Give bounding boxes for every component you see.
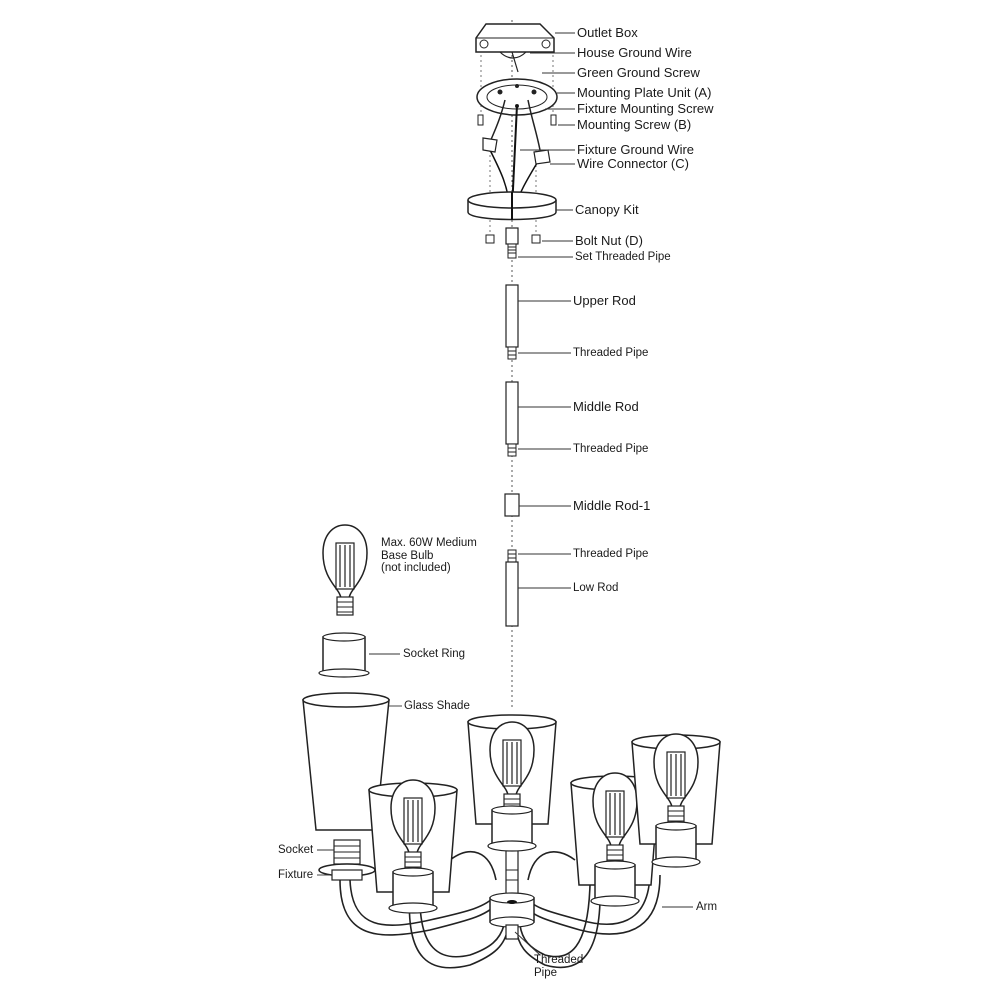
socket-drawing: [333, 839, 361, 865]
label-fixture: Fixture: [278, 869, 314, 881]
label-socket: Socket: [278, 844, 314, 856]
label-low-rod: Low Rod: [573, 582, 619, 594]
lamp-front-left: [368, 779, 458, 914]
label-outlet-box: Outlet Box: [577, 25, 638, 40]
upper-rod-drawing: [505, 284, 519, 360]
label-bolt-nut: Bolt Nut (D): [575, 233, 643, 248]
label-fixture-ground-wire: Fixture Ground Wire: [577, 142, 695, 157]
label-mounting-screw-b: Mounting Screw (B): [577, 117, 692, 132]
label-middle-rod: Middle Rod: [573, 399, 639, 414]
glass-shade-drawing: [302, 692, 390, 831]
label-bulb: Max. 60W Medium Base Bulb (not included): [381, 537, 477, 575]
middle-rod-drawing: [505, 381, 519, 457]
label-threaded-pipe-bottom: Threaded Pipe: [534, 954, 584, 979]
label-canopy-kit: Canopy Kit: [575, 202, 639, 217]
fixture-cup-drawing: [318, 863, 376, 881]
outlet-box-drawing: [475, 23, 555, 73]
bulb-drawing: [322, 524, 368, 616]
label-threaded-pipe-1: Threaded Pipe: [573, 347, 649, 359]
leader-lines: [317, 32, 693, 956]
label-arm: Arm: [696, 901, 718, 913]
center-hub-drawing: [489, 849, 535, 940]
lamp-center: [467, 714, 557, 852]
canopy-drawing: [467, 191, 557, 221]
label-green-ground-screw: Green Ground Screw: [577, 65, 700, 80]
label-upper-rod: Upper Rod: [573, 293, 636, 308]
middle-rod-1-drawing: [504, 493, 520, 517]
label-threaded-pipe-2: Threaded Pipe: [573, 443, 649, 455]
label-mounting-plate: Mounting Plate Unit (A): [577, 85, 712, 100]
label-house-ground-wire: House Ground Wire: [577, 45, 692, 60]
set-threaded-pipe-drawing: [505, 227, 519, 259]
bolt-nut-drawing: [485, 234, 541, 244]
label-threaded-pipe-3: Threaded Pipe: [573, 548, 649, 560]
label-glass-shade: Glass Shade: [404, 700, 470, 712]
low-rod-drawing: [505, 549, 519, 627]
label-middle-rod-1: Middle Rod-1: [573, 498, 651, 513]
label-set-threaded-pipe: Set Threaded Pipe: [575, 251, 671, 263]
label-wire-connector: Wire Connector (C): [577, 156, 689, 171]
label-fixture-mounting-screw: Fixture Mounting Screw: [577, 101, 714, 116]
socket-ring-drawing: [318, 632, 370, 678]
label-socket-ring: Socket Ring: [403, 648, 466, 660]
